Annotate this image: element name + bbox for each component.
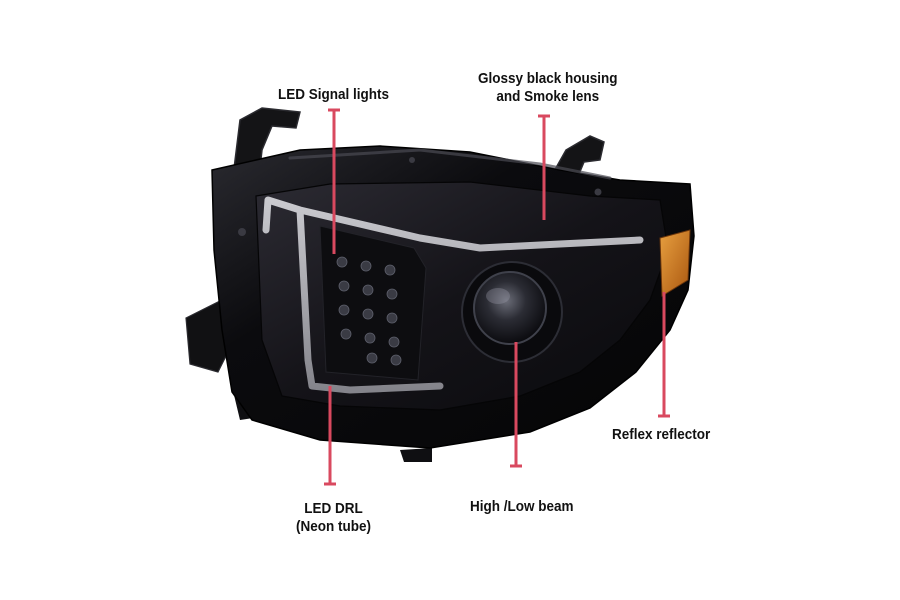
callout-led-drl: LED DRL (Neon tube) (296, 500, 371, 536)
callout-text: Reflex reflector (612, 426, 711, 443)
led-signal-array (336, 256, 402, 366)
callout-text: LED Signal lights (278, 86, 390, 103)
callout-text-line1: LED DRL (304, 500, 363, 517)
projector-reflection (486, 288, 510, 304)
leader-led-signal (328, 108, 340, 254)
callout-led-signal-lights: LED Signal lights (278, 86, 389, 104)
mounting-bolt (409, 157, 415, 163)
bottom-mount-tab (400, 448, 432, 462)
leader-beam (510, 342, 522, 468)
callout-reflex-reflector: Reflex reflector (612, 426, 710, 444)
leader-reflex (658, 292, 670, 418)
callout-text-line2: (Neon tube) (296, 518, 371, 535)
callout-text-line2: and Smoke lens (496, 88, 600, 105)
mounting-bolt (238, 228, 246, 236)
leader-drl (324, 386, 336, 486)
callout-text: High /Low beam (470, 498, 574, 515)
headlight-assembly-illustration (185, 107, 695, 462)
callout-text-line1: Glossy black housing (478, 70, 618, 87)
leader-housing (538, 114, 550, 220)
led-drl-neon-tube (262, 196, 644, 394)
housing-highlight (288, 148, 612, 180)
mounting-bolt (594, 188, 602, 196)
callout-housing-smoke-lens: Glossy black housing and Smoke lens (478, 70, 618, 106)
amber-reflex-reflector (659, 229, 691, 297)
leader-lines (324, 108, 670, 486)
high-low-beam-projector-lens (473, 271, 547, 345)
callout-high-low-beam: High /Low beam (470, 498, 574, 516)
